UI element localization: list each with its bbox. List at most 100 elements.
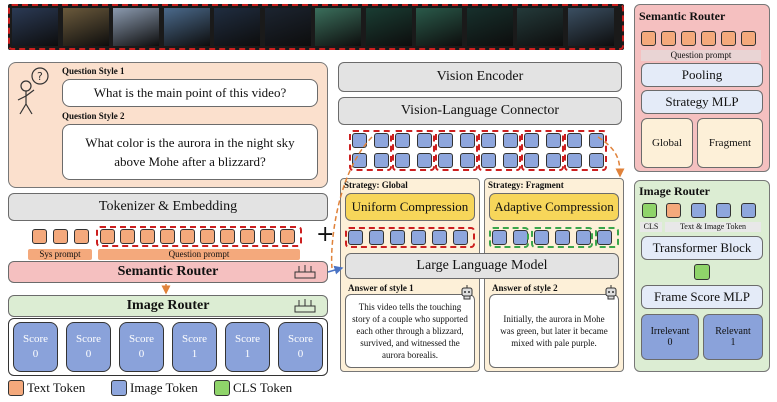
- question-style-1-box: What is the main point of this video?: [62, 79, 318, 107]
- sys-prompt-label: Sys prompt: [39, 249, 80, 259]
- frame-token-group: [392, 130, 435, 171]
- frame-token-group: [435, 130, 478, 171]
- legend-image-token-label: Image Token: [130, 380, 198, 396]
- frame-token-group: [521, 130, 564, 171]
- legend-cls-token-label: CLS Token: [233, 380, 292, 396]
- image-token: [691, 203, 706, 218]
- question-prompt-tag: Question prompt: [98, 249, 300, 260]
- strategy-fragment-label: Strategy: Fragment: [488, 180, 564, 190]
- svg-text:?: ?: [37, 70, 43, 83]
- uniform-compression-box: Uniform Compression: [345, 193, 475, 221]
- relevant-value: 1: [731, 337, 736, 348]
- router-icon: [293, 264, 317, 280]
- robot-icon: [460, 284, 474, 300]
- fragment-option-box: Fragment: [697, 118, 763, 168]
- large-language-model-label: Large Language Model: [416, 258, 547, 274]
- text-token: [661, 31, 676, 46]
- text-image-token-tag: Text & Image Token: [665, 222, 761, 232]
- legend-text-token-swatch: [8, 380, 24, 396]
- router-icon: [293, 298, 317, 314]
- global-option-box: Global: [641, 118, 693, 168]
- text-token: [74, 229, 89, 244]
- pooling-box: Pooling: [641, 63, 763, 87]
- semantic-router-bar-label: Semantic Router: [118, 264, 219, 280]
- relevant-label: Relevant: [715, 326, 751, 337]
- fragment-token-group: [595, 227, 619, 248]
- sys-prompt-tag: Sys prompt: [28, 249, 92, 260]
- answer-style-1-text: This video tells the touching story of a…: [352, 301, 468, 361]
- text-token: [741, 31, 756, 46]
- frame-score-value: 0: [298, 347, 304, 362]
- legend-image-token-swatch: [111, 380, 127, 396]
- question-prompt-label: Question prompt: [169, 249, 230, 259]
- frame-score-label: Score: [235, 332, 260, 347]
- text-token: [666, 203, 681, 218]
- frame-token-group: [478, 130, 521, 171]
- answer-style-1-label: Answer of style 1: [348, 283, 414, 293]
- answer-style-2-text: Initially, the aurora in Mohe was green,…: [496, 313, 612, 349]
- global-option-label: Global: [652, 137, 682, 149]
- fragment-token-group: [531, 227, 593, 248]
- frame-score-label: Score: [76, 332, 101, 347]
- fragment-token-group: [489, 227, 529, 248]
- vision-encoder-box: Vision Encoder: [338, 62, 622, 92]
- text-image-token-label: Text & Image Token: [680, 222, 746, 231]
- text-token: [53, 229, 68, 244]
- tokenizer-embedding-box: Tokenizer & Embedding: [8, 193, 328, 221]
- global-token-bracket: [345, 227, 475, 248]
- thinking-person-icon: ?: [12, 66, 58, 116]
- strategy-mlp-label: Strategy MLP: [665, 94, 738, 110]
- cls-label: CLS: [644, 222, 659, 231]
- relevant-box: Relevant 1: [703, 314, 763, 360]
- frame-score-value: 1: [192, 347, 198, 362]
- answer-style-2-box: Initially, the aurora in Mohe was green,…: [489, 294, 619, 368]
- frame-score-value: 0: [86, 347, 92, 362]
- question-style-2-text: What color is the aurora in the night sk…: [73, 133, 307, 171]
- pooling-label: Pooling: [682, 67, 722, 83]
- image-token: [741, 203, 756, 218]
- frame-score-value: 0: [139, 347, 145, 362]
- image-router-bar: Image Router: [8, 295, 328, 317]
- legend-text-token-label: Text Token: [27, 380, 85, 396]
- semantic-question-prompt-label: Question prompt: [671, 50, 732, 60]
- frame-score-label: Score: [23, 332, 48, 347]
- cls-output-token: [694, 264, 710, 280]
- image-token: [716, 203, 731, 218]
- tokenizer-embedding-label: Tokenizer & Embedding: [99, 199, 237, 215]
- vision-language-connector-label: Vision-Language Connector: [401, 103, 559, 119]
- vision-language-connector-box: Vision-Language Connector: [338, 97, 622, 125]
- strategy-global-label: Strategy: Global: [344, 180, 408, 190]
- frame-score-value: 1: [245, 347, 251, 362]
- frame-score-value: 0: [33, 347, 39, 362]
- question-style-2-box: What color is the aurora in the night sk…: [62, 124, 318, 180]
- strategy-mlp-box: Strategy MLP: [641, 90, 763, 114]
- frame-score-box: Score0: [66, 322, 111, 372]
- irrelevant-box: Irrelevant 0: [641, 314, 699, 360]
- plus-sign: +: [316, 222, 334, 247]
- semantic-question-prompt-tag: Question prompt: [641, 50, 761, 61]
- text-token: [701, 31, 716, 46]
- legend-cls-token-swatch: [214, 380, 230, 396]
- adaptive-compression-label: Adaptive Compression: [494, 199, 614, 215]
- image-router-title: Image Router: [639, 184, 710, 199]
- image-router-bar-label: Image Router: [127, 298, 210, 314]
- frame-strip-border: [8, 4, 624, 50]
- vision-encoder-label: Vision Encoder: [437, 69, 524, 85]
- frame-score-mlp-box: Frame Score MLP: [641, 285, 763, 309]
- frame-score-label: Score: [129, 332, 154, 347]
- semantic-router-title: Semantic Router: [639, 9, 725, 24]
- cls-token: [642, 203, 657, 218]
- answer-style-2-label: Answer of style 2: [492, 283, 558, 293]
- text-token: [641, 31, 656, 46]
- transformer-block-label: Transformer Block: [653, 240, 752, 256]
- question-style-2-label: Question Style 2: [62, 111, 125, 121]
- transformer-block-box: Transformer Block: [641, 236, 763, 260]
- text-token: [32, 229, 47, 244]
- frame-score-label: Score: [288, 332, 313, 347]
- question-style-1-label: Question Style 1: [62, 66, 125, 76]
- frame-token-group: [564, 130, 607, 171]
- question-prompt-bracket: [96, 226, 302, 247]
